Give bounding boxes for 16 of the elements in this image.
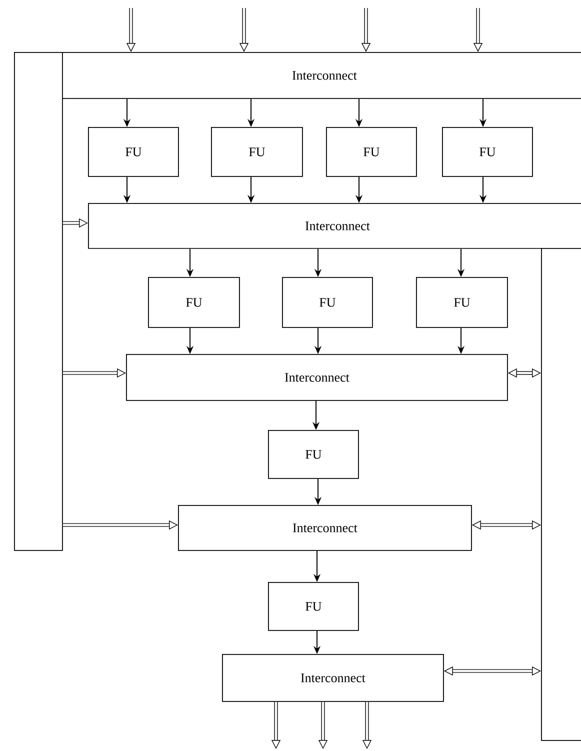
- functional-unit-box: FU: [416, 277, 508, 328]
- functional-unit-box: FU: [442, 127, 533, 177]
- interconnect-box: Interconnect: [222, 654, 444, 702]
- functional-unit-box: FU: [211, 127, 303, 177]
- bus-bar: [541, 248, 581, 741]
- interconnect-box: Interconnect: [178, 505, 472, 551]
- bus-bar: [14, 52, 63, 551]
- functional-unit-box: FU: [268, 582, 359, 631]
- interconnect-box: Interconnect: [88, 203, 581, 249]
- functional-unit-box: FU: [326, 127, 417, 177]
- functional-unit-box: FU: [148, 277, 240, 328]
- functional-unit-box: FU: [268, 430, 359, 479]
- interconnect-box: Interconnect: [62, 52, 581, 99]
- functional-unit-box: FU: [282, 277, 373, 328]
- functional-unit-box: FU: [88, 127, 179, 177]
- interconnect-box: Interconnect: [126, 354, 508, 401]
